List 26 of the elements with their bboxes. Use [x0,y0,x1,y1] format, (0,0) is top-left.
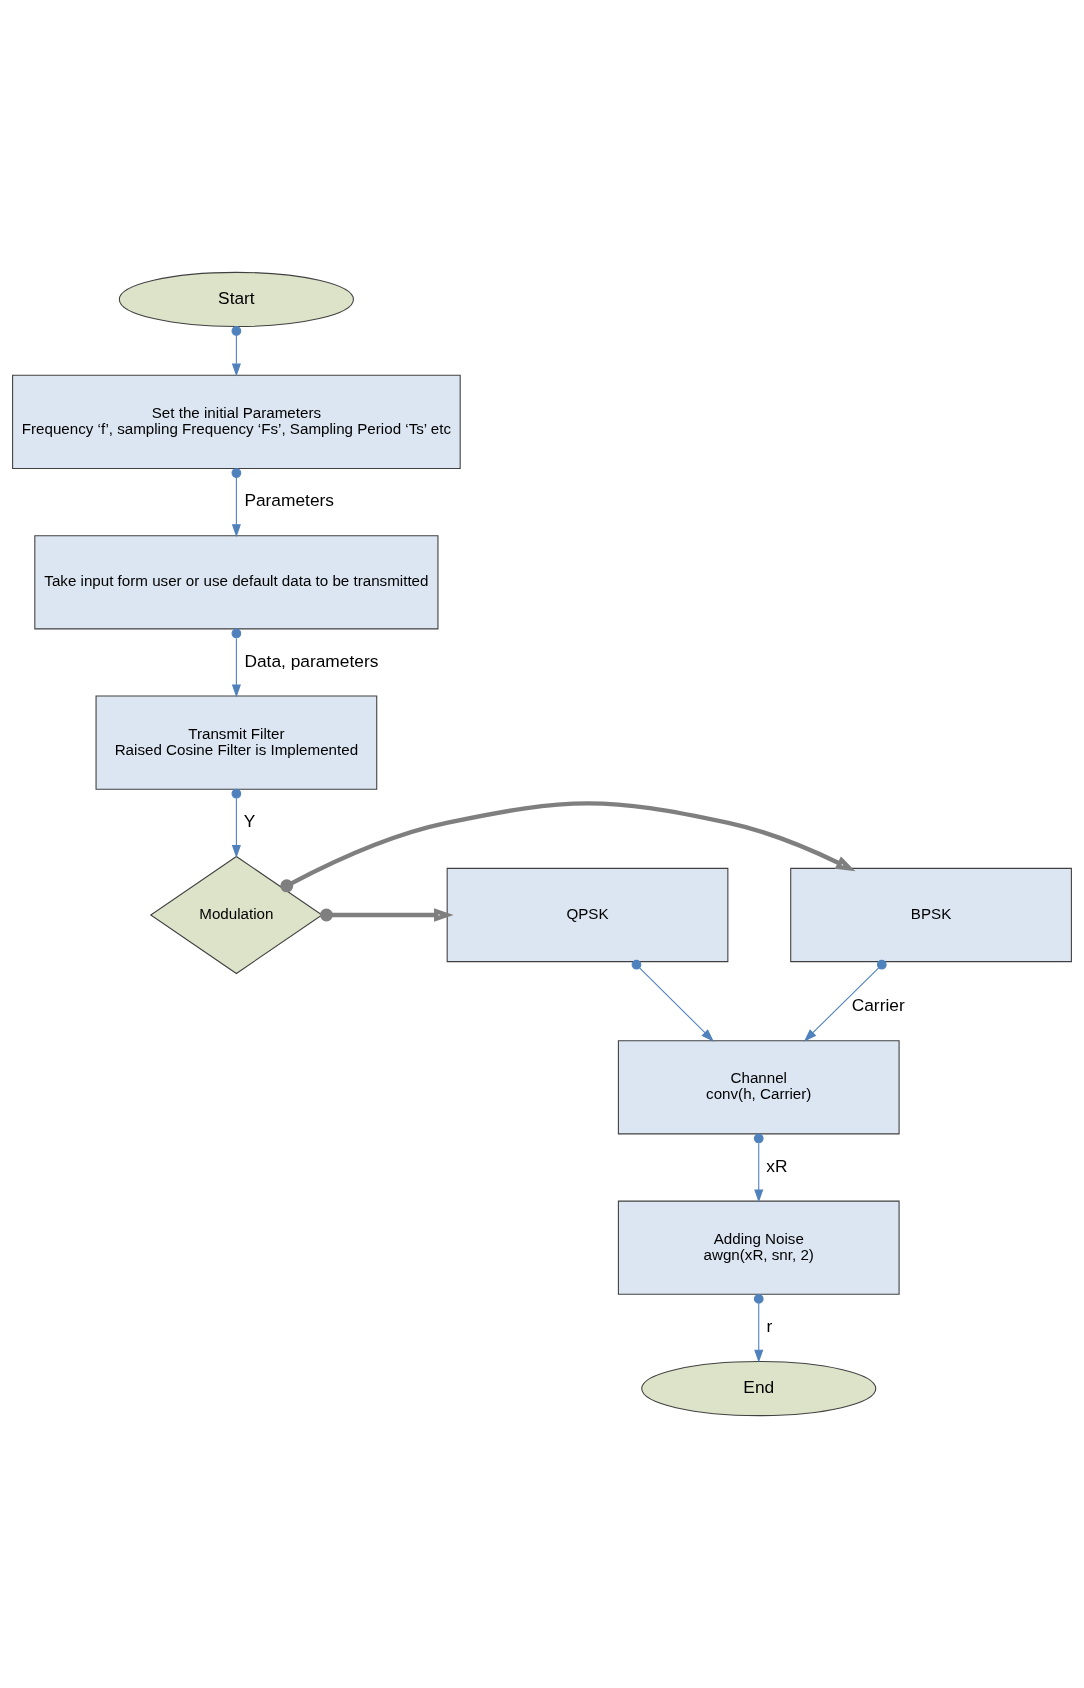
node-box: Adding Noise awgn(xR, snr, 2) [617,1200,900,1295]
edge-label: Data, parameters [244,650,379,671]
node-box: Channel conv(h, Carrier) [617,1040,900,1135]
node-box: Transmit Filter Raised Cosine Filter is Implemented [95,695,378,790]
node-box: Take input form user or use default data to be transmitted [34,535,439,630]
node-ellipse: Start [118,271,354,328]
edge-label: xR [766,1155,788,1176]
arrow [803,959,887,1042]
arrow [231,326,242,377]
edge-label: Carrier [851,995,905,1016]
arrow [231,628,242,698]
arrow [231,468,242,538]
edge-label: Y [243,810,256,831]
arrow [231,788,242,858]
node-box: BPSK [790,867,1072,963]
node-diamond: Modulation [149,855,323,975]
arrow [631,959,714,1042]
node-ellipse: End [641,1360,877,1417]
arrow [753,1133,764,1203]
arrow [319,908,454,922]
edge-label: Parameters [244,490,334,511]
node-box: QPSK [446,867,729,963]
edge-label: r [766,1316,773,1336]
arrow [280,801,856,893]
node-box: Set the initial Parameters Frequency ‘f’, sampling Frequency ‘Fs’, Sampling Period ‘Ts’ etc [12,374,461,470]
arrow [753,1294,764,1363]
